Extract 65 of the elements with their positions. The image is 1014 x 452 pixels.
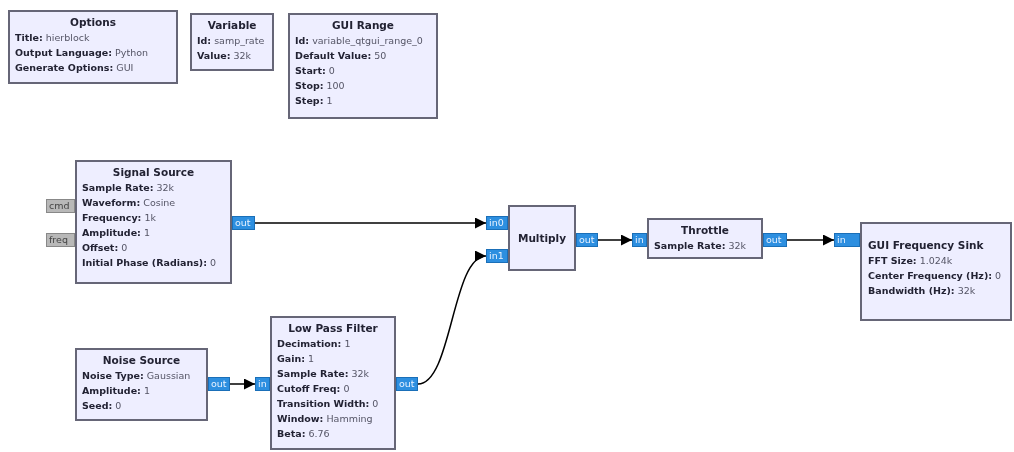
parameter-text: Seed: 0 [82,399,123,413]
parameter-text: Sample Rate: 32k [654,239,748,253]
parameter-text: Output Language: Python [15,46,149,60]
port-tag: out [396,377,418,391]
parameter-text: Value: 32k [197,49,253,63]
port-tag: out [576,233,598,247]
parameter-text: Generate Options: GUI [15,61,135,75]
parameter-text: Sample Rate: 32k [82,181,176,195]
block-box [75,160,232,284]
parameter-text: Amplitude: 1 [82,384,151,398]
port-tag: freq [46,233,75,247]
port-tag: out [232,216,255,230]
arrow [786,234,835,246]
block-title: GUI Range [331,18,395,33]
parameter-text: Gain: 1 [277,352,316,366]
block-title: Options [69,15,117,30]
port-tag: in [255,377,270,391]
parameter-text: Window: Hamming [277,412,374,426]
port-tag: in0 [486,216,508,230]
parameter-text: Bandwidth (Hz): 32k [868,284,976,298]
parameter-text: Offset: 0 [82,241,129,255]
port-tag: cmd [46,199,75,213]
parameter-text: Id: variable_qtgui_range_0 [295,34,424,48]
parameter-text: Initial Phase (Radians): 0 [82,256,218,270]
parameter-text: Frequency: 1k [82,211,157,225]
block-box [860,222,1012,321]
parameter-text: Cutoff Freq: 0 [277,382,351,396]
block-title: Multiply [516,230,568,246]
parameter-text: Waveform: Cosine [82,196,177,210]
parameter-text: FFT Size: 1.024k [868,254,953,268]
parameter-text: Center Frequency (Hz): 0 [868,269,1002,283]
parameter-text: Title: hierblock [15,31,91,45]
port-tag: out [208,377,230,391]
port-tag: in [834,233,860,247]
port-tag: in1 [486,249,508,263]
parameter-text: Beta: 6.76 [277,427,331,441]
block-box [288,13,438,119]
block-title: GUI Frequency Sink [868,238,984,253]
arrow [229,378,256,390]
parameter-text: Transition Width: 0 [277,397,380,411]
block-title: Noise Source [101,353,182,368]
parameter-text: Id: samp_rate [197,34,266,48]
block-box [190,13,274,71]
arrow [597,234,633,246]
parameter-text: Stop: 100 [295,79,346,93]
block-box [75,348,208,421]
block-title: Low Pass Filter [287,321,379,336]
block-box [8,10,178,84]
block-box [647,218,763,259]
arrow [254,217,487,229]
block-box [270,316,396,450]
port-tag: in [632,233,647,247]
block-title: Variable [206,18,258,33]
parameter-text: Default Value: 50 [295,49,388,63]
block-title: Signal Source [111,165,196,180]
parameter-text: Noise Type: Gaussian [82,369,192,383]
port-tag: out [763,233,787,247]
arrow [417,254,487,385]
parameter-text: Start: 0 [295,64,336,78]
parameter-text: Sample Rate: 32k [277,367,371,381]
block-title: Throttle [680,223,730,238]
parameter-text: Decimation: 1 [277,337,352,351]
parameter-text: Amplitude: 1 [82,226,151,240]
block-box [508,205,576,271]
parameter-text: Step: 1 [295,94,334,108]
